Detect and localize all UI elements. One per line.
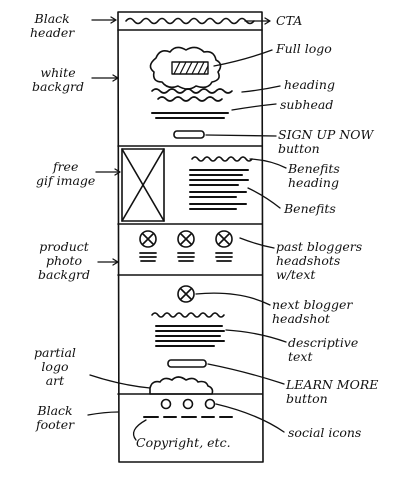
past-blogger-text-3 xyxy=(215,252,233,262)
arrow-black-header xyxy=(91,16,117,24)
header-cta-squiggle xyxy=(125,17,255,25)
sign-up-button-shape xyxy=(173,130,205,139)
descriptive-heading-squiggle xyxy=(151,312,225,318)
arrow-cta xyxy=(244,17,271,25)
past-blogger-x-3 xyxy=(218,233,230,245)
arrow-past-bloggers xyxy=(239,237,275,249)
label-full-logo: Full logo xyxy=(276,41,332,56)
past-blogger-headshot-3 xyxy=(215,230,233,248)
arrow-product-photo xyxy=(97,258,119,266)
arrow-full-logo xyxy=(213,49,273,67)
arrow-benefits-heading xyxy=(249,158,287,169)
descriptive-text-lines xyxy=(155,325,225,347)
label-heading: heading xyxy=(284,77,335,92)
arrow-next-blogger xyxy=(195,292,271,306)
arrow-subhead xyxy=(231,103,277,111)
label-social-icons: social icons xyxy=(288,425,362,440)
partial-logo-art-shape xyxy=(149,376,214,395)
past-blogger-x-1 xyxy=(142,233,154,245)
social-icon-1 xyxy=(160,398,172,410)
learn-more-button-shape xyxy=(167,359,207,368)
past-blogger-x-2 xyxy=(180,233,192,245)
arrow-partial-logo xyxy=(89,374,151,389)
label-copyright: Copyright, etc. xyxy=(136,435,231,450)
arrow-copyright xyxy=(132,419,147,441)
page-frame xyxy=(117,11,264,463)
logo-hatch xyxy=(173,61,209,75)
arrow-descriptive xyxy=(225,329,287,343)
hero-heading-line-1 xyxy=(151,88,233,94)
next-blogger-x xyxy=(180,288,192,300)
benefits-heading-squiggle xyxy=(191,156,253,162)
past-blogger-text-2 xyxy=(177,252,195,262)
arrow-benefits xyxy=(247,187,281,209)
past-blogger-headshot-2 xyxy=(177,230,195,248)
label-benefits: Benefits xyxy=(284,201,336,216)
past-blogger-text-1 xyxy=(139,252,157,262)
social-icon-3 xyxy=(204,398,216,410)
next-blogger-headshot xyxy=(177,285,195,303)
arrow-social-icons xyxy=(215,403,285,433)
hero-heading-line-2 xyxy=(157,96,223,102)
full-logo-box xyxy=(171,61,209,75)
arrow-sign-up xyxy=(205,134,277,137)
arrow-heading xyxy=(241,85,281,93)
past-blogger-headshot-1 xyxy=(139,230,157,248)
gif-image-placeholder xyxy=(121,148,165,222)
arrow-white-background xyxy=(91,74,119,82)
arrow-learn-more xyxy=(207,363,285,385)
label-subhead: subhead xyxy=(280,97,334,112)
social-icon-2 xyxy=(182,398,194,410)
label-cta: CTA xyxy=(276,13,303,28)
arrow-black-footer xyxy=(87,411,119,416)
gif-image-x xyxy=(121,148,165,222)
arrow-gif-image xyxy=(95,168,121,176)
full-logo-cloud xyxy=(149,46,222,90)
